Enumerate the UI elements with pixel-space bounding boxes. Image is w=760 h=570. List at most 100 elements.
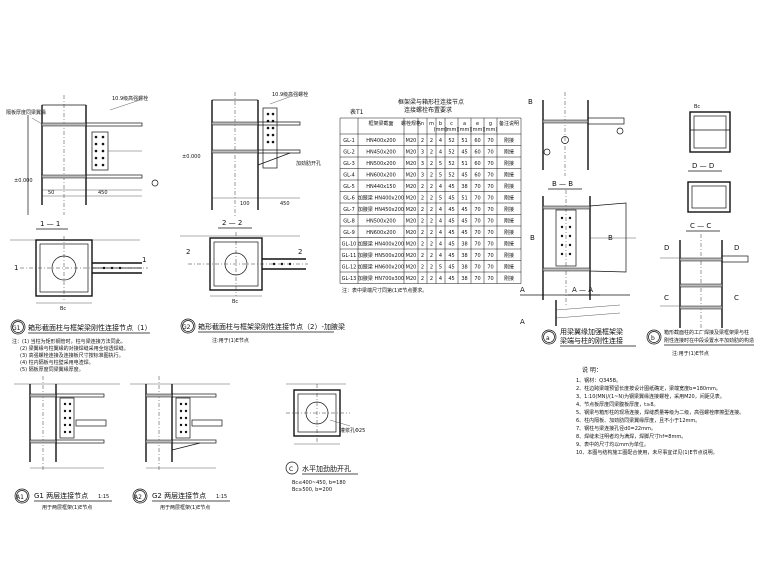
table-cell: HN500x200	[366, 161, 396, 167]
note-item-5: 6、柱内隔板、加劲肋同梁翼缘厚度，且不小于12mm。	[576, 417, 700, 424]
table-cell: 2	[421, 184, 424, 190]
table-header: 备注说明	[499, 120, 519, 127]
a-title-1: 用梁翼缘加强框架梁	[560, 327, 623, 336]
g1-note-4: (5) 隔板厚度同梁翼缘厚度。	[20, 366, 84, 373]
table-subheader: (mm)	[458, 127, 472, 133]
g2-no: G2	[182, 324, 191, 331]
table-cell: 刚接	[504, 229, 514, 236]
g2-elevation: 10.9级高强螺栓 100 450 ±0.000 加劲肋开孔	[182, 91, 321, 216]
table-cell: GL-5	[343, 184, 355, 190]
a1-detail	[14, 376, 120, 470]
a1-scale: 1:15	[98, 494, 109, 500]
g1-level-mark: ±0.000	[14, 178, 33, 184]
g1-elevation: 50 450 10.9级高强螺栓 隔板厚度同梁翼缘 ±0.000	[6, 95, 159, 215]
table-cell: 60	[474, 161, 480, 167]
table-cell: 70	[474, 207, 480, 213]
g1-plan: 1 1 Bc	[10, 236, 148, 312]
g1-dim-50: 50	[48, 190, 54, 196]
table-cell: 2	[421, 241, 424, 247]
table-cell: GL-7	[343, 207, 355, 213]
table-cell: 70	[487, 172, 493, 178]
table-cell: 45	[461, 149, 467, 155]
table-cell: 70	[487, 195, 493, 201]
a2-caption: A2 G2 两层连接节点 1:15 用于两层框架(1)E节点	[132, 488, 230, 511]
table-cell: M20	[406, 149, 417, 155]
table-header: 框架梁截面	[368, 120, 393, 127]
table-cell: 2	[430, 218, 433, 224]
table-cell: 38	[461, 264, 467, 270]
table-cell: 70	[474, 218, 480, 224]
table-cell: GL-2	[343, 149, 355, 155]
table-header: 螺栓规格	[401, 120, 421, 127]
table-cell: 3	[421, 172, 424, 178]
table-cell: M20	[406, 218, 417, 224]
table-cell: M20	[406, 207, 417, 213]
table-cell: 5	[439, 195, 442, 201]
c-title: 水平加劲肋开孔	[302, 464, 351, 473]
table-cell: 加腋梁 HN400x200	[358, 240, 404, 247]
a2-scale: 1:15	[216, 494, 227, 500]
table-cell: 4	[439, 184, 442, 190]
a-mark-top: B	[528, 98, 533, 106]
table-cell: 70	[474, 184, 480, 190]
a1-bolt-group	[63, 402, 72, 434]
table-cell: 刚接	[504, 183, 514, 190]
table-cell: M20	[406, 138, 417, 144]
table-cell: 5	[439, 172, 442, 178]
table-cell: 4	[439, 230, 442, 236]
table-cell: 刚接	[504, 263, 514, 270]
table-cell: 刚接	[504, 171, 514, 178]
g2-title: 箱形截面柱与框架梁刚性连接节点（2）-加腋梁	[198, 322, 345, 331]
table-cell: HN600x200	[366, 230, 396, 236]
table-title-1: 框架梁与箱形柱连接节点	[398, 98, 464, 106]
table-cell: 2	[430, 149, 433, 155]
table-cell: 38	[461, 184, 467, 190]
table-cell: GL-13	[342, 276, 357, 282]
table-subheader: (mm)	[471, 127, 485, 133]
table-cell: 60	[474, 149, 480, 155]
table-cell: 2	[430, 138, 433, 144]
table-cell: 52	[448, 149, 454, 155]
table-cell: 51	[461, 161, 467, 167]
a-mark-b: B	[530, 234, 535, 242]
table-cell: HN440x150	[366, 184, 396, 190]
c-caption: C 水平加劲肋开孔 Bc≤400~450, b=180 Bc≥500, b=20…	[285, 461, 358, 493]
g1-caption: G1 箱形截面柱与框架梁刚性连接节点（1）	[10, 319, 151, 335]
table-cell: 2	[421, 207, 424, 213]
general-notes: 说 明： 1、钢材：Q345B。 2、柱边跨梁端预留长度按设计图纸确定，梁端宽度…	[576, 366, 744, 456]
c-formula-1: Bc≤400~450, b=180	[292, 480, 346, 486]
table-cell: 2	[430, 184, 433, 190]
c-hole-note: 灌浆孔Φ25	[340, 427, 365, 434]
table-subheader: (mm)	[434, 127, 448, 133]
table-cell: 70	[487, 161, 493, 167]
b-mark-c-right: C	[734, 294, 739, 302]
table-cell: 70	[487, 218, 493, 224]
table-cell: 52	[448, 138, 454, 144]
g2-splice-note: 加劲肋开孔	[296, 160, 321, 167]
table-cell: 5	[439, 161, 442, 167]
a-caption: a 用梁翼缘加强框架梁 梁端与柱的刚性连接	[541, 327, 636, 347]
table-cell: M20	[406, 241, 417, 247]
table-cell: 45	[448, 276, 454, 282]
table-cell: 45	[448, 195, 454, 201]
table-cell: 4	[439, 253, 442, 259]
table-cell: HN500x200	[366, 218, 396, 224]
g2-bolt-group	[266, 112, 275, 144]
g2-section-label: 2 — 2	[222, 219, 242, 227]
g2-dim-450: 450	[280, 201, 290, 207]
table-cell: 38	[461, 241, 467, 247]
table-cell: 70	[474, 253, 480, 259]
g1-title: 箱形截面柱与框架梁刚性连接节点（1）	[28, 323, 151, 332]
g1-plan-mark-left: 1	[14, 264, 18, 272]
table-cell: 51	[461, 195, 467, 201]
table-cell: GL-1	[343, 138, 355, 144]
a-detail: B B — B B B A — A A A	[520, 92, 636, 326]
table-cell: 2	[421, 276, 424, 282]
table-cell: M20	[406, 184, 417, 190]
table-cell: 2	[421, 230, 424, 236]
note-item-4: 5、钢梁与箱形柱的现场连接，焊缝质量等级为二级，高强螺栓摩擦型连接。	[576, 409, 744, 416]
table-cell: 3	[421, 149, 424, 155]
table-cell: 2	[421, 138, 424, 144]
